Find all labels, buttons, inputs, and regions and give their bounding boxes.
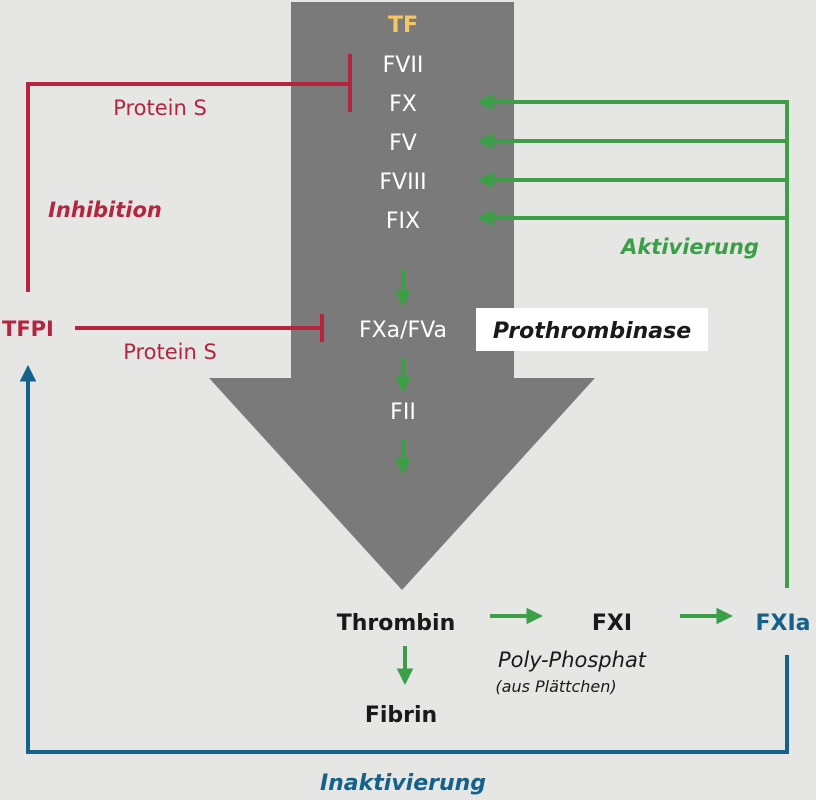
label-inhibition: Inhibition: [48, 198, 162, 222]
label-protein-s-top: Protein S: [113, 96, 207, 120]
label-fxi: FXI: [592, 611, 632, 636]
label-fx: FX: [389, 92, 417, 117]
label-fvii: FVII: [383, 53, 424, 78]
inhibition-lines: [26, 54, 352, 342]
label-fviii: FVIII: [379, 170, 426, 195]
label-fv: FV: [389, 131, 417, 156]
label-inaktivierung: Inaktivierung: [320, 771, 486, 796]
label-fix: FIX: [386, 209, 420, 234]
label-aus-plaettchen: (aus Plättchen): [495, 677, 616, 696]
label-fxa-fva: FXa/FVa: [359, 318, 447, 343]
bottom-green-arrows: [396, 607, 734, 686]
cascade-big-arrow: [209, 2, 595, 590]
label-polyphosphat: Poly-Phosphat: [498, 648, 647, 672]
label-protein-s-bottom: Protein S: [123, 340, 217, 364]
label-fibrin: Fibrin: [365, 703, 437, 728]
label-fxia: FXIa: [755, 611, 810, 636]
label-thrombin: Thrombin: [337, 611, 456, 636]
prothrombinase-box: [476, 308, 708, 351]
label-prothrombinase: Prothrombinase: [493, 319, 691, 344]
label-aktivierung: Aktivierung: [619, 235, 759, 259]
label-tfpi: TFPI: [2, 317, 54, 341]
inhibition-line-tfpi-to-fvii: [26, 82, 350, 292]
label-fii: FII: [390, 400, 416, 425]
inactivation-line: [19, 364, 789, 754]
label-tf: TF: [388, 13, 418, 38]
